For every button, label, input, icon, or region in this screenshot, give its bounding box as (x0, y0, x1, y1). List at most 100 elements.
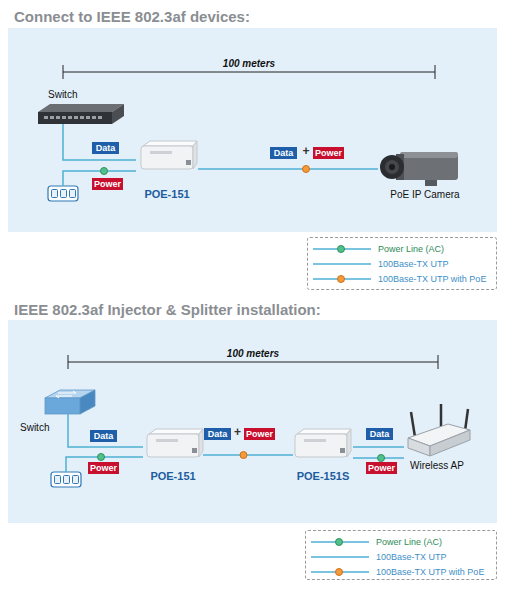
dimension-tick (68, 355, 69, 369)
signal-tag: Power (366, 462, 397, 474)
poe-dot (303, 166, 310, 173)
device-node: POE-151 (143, 426, 203, 484)
camera-lens (380, 155, 404, 179)
dimension-line (63, 72, 435, 73)
tag-text: Data (90, 430, 117, 442)
tag-text: Power (366, 462, 397, 474)
camera-lens-core (389, 164, 395, 170)
dimension-tick (438, 355, 439, 369)
connector-line (63, 128, 136, 160)
legend-sample (311, 566, 369, 578)
switch-ports (44, 116, 102, 119)
power-line (66, 457, 143, 472)
legend-text: Power Line (AC) (378, 243, 444, 255)
ap-side (430, 430, 470, 456)
tag-text: Data (204, 428, 231, 440)
legend-dot (338, 246, 345, 253)
legend-dot (338, 276, 345, 283)
outlet-socket (73, 476, 79, 484)
device-node: POE-151 (136, 140, 198, 202)
signal-tag: Data (92, 142, 119, 154)
camera-highlight (400, 152, 458, 158)
injector-device (147, 429, 203, 457)
legend-row: 100Base-TX UTP (313, 258, 495, 270)
switch-top (38, 104, 124, 112)
tag-text: Power (244, 428, 275, 440)
tag-text: Data (270, 147, 297, 159)
poe-dot (240, 452, 247, 459)
device-label: POE-151 (136, 188, 198, 201)
plus-sign: + (299, 145, 313, 158)
antenna (411, 412, 415, 437)
device-label: Switch (48, 89, 77, 101)
legend-text: 100Base-TX UTP with PoE (376, 566, 484, 578)
plus-sign: + (231, 426, 244, 439)
injector-device (141, 141, 197, 169)
camera-mount (425, 180, 437, 186)
tag-text: Power (88, 462, 119, 474)
connector-line (353, 457, 404, 459)
camera-lens-inner (385, 160, 399, 174)
legend-line (311, 556, 369, 558)
splitter-device (295, 429, 351, 457)
tag-text: Data (366, 428, 393, 440)
device-label: POE-151S (293, 470, 353, 483)
legend-row: Power Line (AC) (313, 243, 495, 255)
dimension-line (68, 362, 438, 363)
signal-tag: Power (88, 462, 119, 474)
signal-tag: Data (90, 430, 117, 442)
legend-line (313, 263, 371, 265)
device-label: Wireless AP (410, 460, 464, 472)
tag-text: Power (313, 147, 344, 159)
legend-dot (336, 569, 343, 576)
connector (198, 166, 378, 173)
antenna (465, 409, 468, 431)
ac-dot (98, 454, 105, 461)
connector-line (68, 440, 143, 447)
ap-front (408, 438, 430, 456)
device-label: Switch (20, 422, 49, 434)
switch-front (38, 112, 112, 124)
legend-sample (313, 243, 371, 255)
legend-box: Power Line (AC) 100Base-TX UTP 100Base-TX … (307, 237, 497, 290)
signal-tag: Power (244, 428, 275, 440)
connector (203, 452, 293, 459)
device-node: Wireless AP (404, 398, 476, 474)
legend-row: 100Base-TX UTP (311, 551, 493, 563)
device-node: POE-151S (293, 426, 353, 484)
dimension-label: 100 meters (209, 57, 289, 70)
outlet-socket (55, 476, 61, 484)
outlet-socket (61, 190, 67, 198)
panel-heading: Connect to IEEE 802.3af devices: (14, 8, 250, 26)
legend-text: 100Base-TX UTP (376, 551, 447, 563)
power-outlet (48, 186, 78, 201)
switch-top (45, 390, 95, 398)
ap-top (408, 424, 470, 446)
legend-box: Power Line (AC)100Base-TX UTP100Base-TX … (305, 530, 497, 580)
signal-tag: Power (313, 147, 344, 159)
legend-sample (313, 273, 371, 285)
legend-text: 100Base-TX UTP (378, 258, 449, 270)
connector (63, 128, 136, 160)
outlet-socket (64, 476, 70, 484)
connector-line (353, 446, 404, 448)
device-node: Switch (18, 388, 88, 440)
ac-dot (101, 168, 108, 175)
connector-line (198, 168, 378, 170)
signal-tag: Power (92, 178, 123, 190)
legend-dot (336, 539, 343, 546)
connector (353, 447, 404, 448)
signal-tag: Data (204, 428, 231, 440)
device-node: PoE IP Camera (378, 145, 472, 203)
legend-row: 100Base-TX UTP with PoE (313, 273, 495, 285)
device-label: POE-151 (143, 470, 203, 483)
tag-text: Data (92, 142, 119, 154)
poe-dot (378, 455, 385, 462)
outlet-socket (52, 190, 58, 198)
device-label: PoE IP Camera (378, 189, 472, 201)
camera-plate (396, 154, 404, 180)
signal-tag: Data (366, 428, 393, 440)
wire-stub (67, 414, 69, 440)
